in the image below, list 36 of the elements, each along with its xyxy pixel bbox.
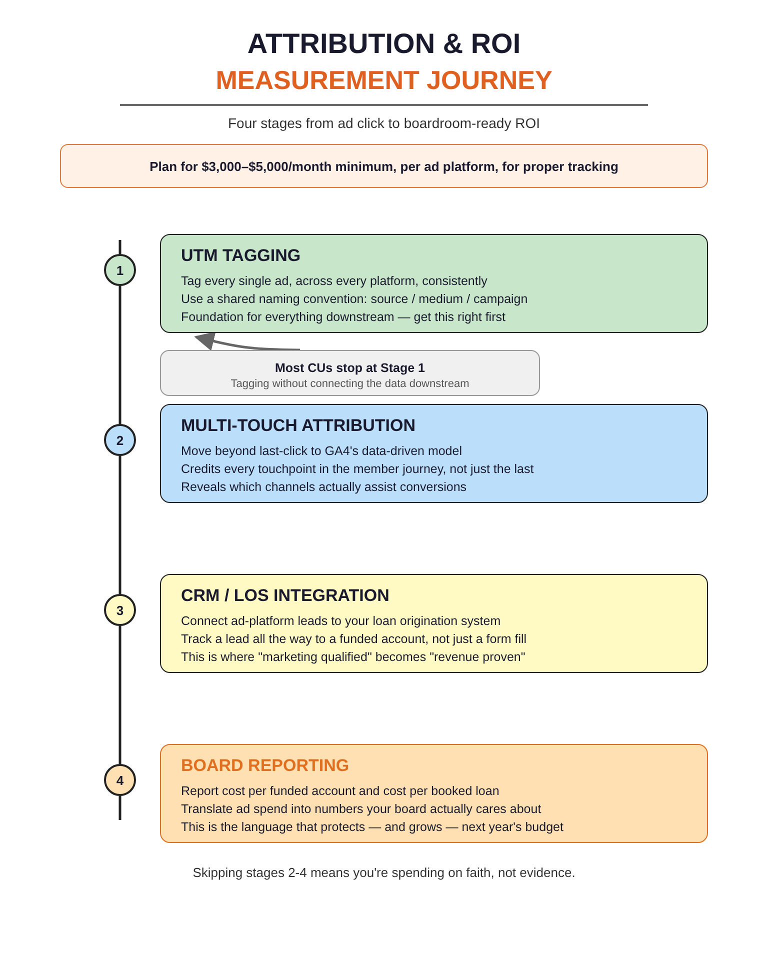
stage-heading: CRM / LOS INTEGRATION	[181, 586, 390, 606]
callout-box	[160, 350, 540, 396]
stage-bullet-text: Report cost per funded account and cost per booked loan	[181, 783, 500, 800]
step-circle: 3	[104, 594, 136, 626]
stage-bullet-text: This is where "marketing qualified" becomes "revenue proven"	[181, 649, 526, 666]
stage-heading: BOARD REPORTING	[181, 756, 350, 776]
stage-bullet-text: Reveals which channels actually assist conversions	[181, 479, 467, 496]
caption: Skipping stages 2-4 means you're spending on faith, not evidence.	[192, 865, 576, 880]
title: ATTRIBUTION & ROI	[246, 28, 522, 60]
stage-bullet-text: Credits every touchpoint in the member journey, not just the last	[181, 461, 534, 478]
stage-bullet-text: Translate ad spend into numbers your board actually cares about	[181, 801, 542, 818]
timeline-line	[118, 626, 122, 764]
timeline-line	[118, 286, 122, 424]
stage-bullet-text: Tag every single ad, across every platform, consistently	[181, 273, 488, 290]
callout-heading: Most CUs stop at Stage 1	[274, 360, 426, 376]
timeline-line	[118, 456, 122, 594]
note-banner: Plan for $3,000–$5,000/month minimum, per ad platform, for proper tracking	[60, 144, 708, 188]
stage-heading: UTM TAGGING	[181, 246, 301, 266]
stage-bullet-text: This is the language that protects — and grows — next year's budget	[181, 819, 564, 836]
stage-bullet-text: Move beyond last-click to GA4's data-driven model	[181, 443, 462, 460]
subtitle: MEASUREMENT JOURNEY	[214, 65, 554, 96]
stage-card	[160, 574, 708, 673]
stage-card	[160, 234, 708, 333]
stage-bullet-text: Use a shared naming convention: source / medium / campaign	[181, 291, 528, 308]
stage-card	[160, 404, 708, 503]
curved-arrow	[194, 331, 300, 352]
stage-bullet-text: Connect ad-platform leads to your loan origination system	[181, 613, 501, 630]
stage-heading: MULTI-TOUCH ATTRIBUTION	[181, 416, 416, 436]
step-circle: 4	[104, 764, 136, 796]
step-circle: 2	[104, 424, 136, 456]
step-circle: 1	[104, 254, 136, 286]
subheading: Four stages from ad click to boardroom-ready ROI	[226, 115, 541, 131]
callout-text: Tagging without connecting the data downstream	[230, 377, 470, 392]
stage-card	[160, 744, 708, 843]
stage-bullet-text: Track a lead all the way to a funded account, not just a form fill	[181, 631, 527, 648]
stage-bullet-text: Foundation for everything downstream — get this right first	[181, 309, 506, 326]
